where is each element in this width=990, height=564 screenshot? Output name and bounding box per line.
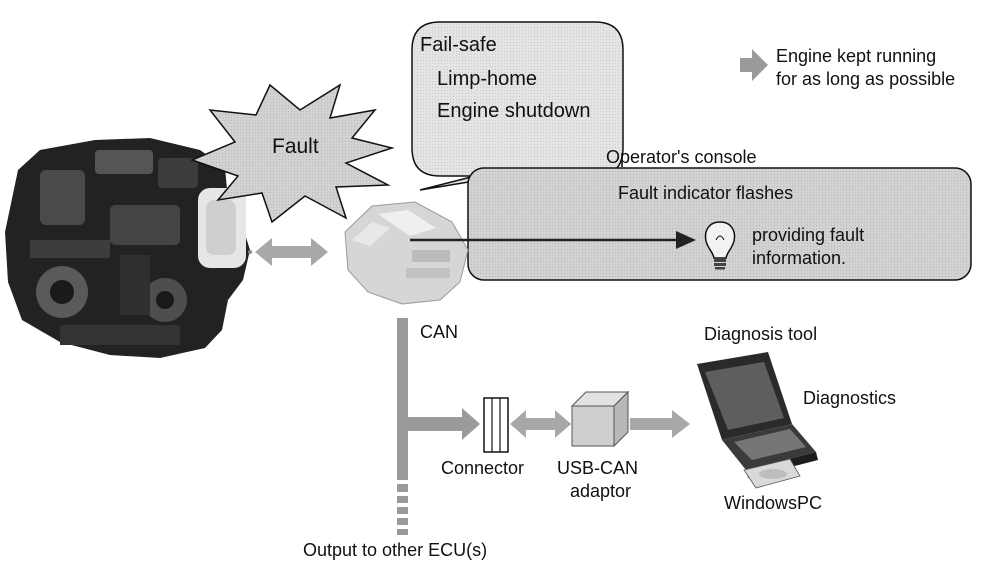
can-bus-dashed-end (397, 484, 408, 535)
adaptor-laptop-arrow (630, 410, 690, 438)
fault-info-line-2: information. (752, 248, 847, 268)
operator-console-title: Operator's console (606, 147, 757, 167)
connector-adaptor-double-arrow (510, 410, 571, 438)
fault-burst (189, 83, 395, 224)
light-bulb-icon (704, 221, 736, 270)
failsafe-title: Fail-safe (420, 34, 497, 56)
windows-pc-label: WindowsPC (724, 493, 823, 513)
can-label: CAN (420, 322, 459, 342)
result-line-2: for as long as possible (776, 69, 956, 89)
can-branch-arrow (408, 408, 480, 440)
diagnostics-label: Diagnostics (803, 388, 897, 408)
connector-label: Connector (441, 458, 525, 478)
laptop-icon (697, 352, 818, 489)
usb-can-adaptor-icon (570, 390, 630, 448)
adaptor-line-2: adaptor (570, 481, 632, 501)
diagnosis-tool-label: Diagnosis tool (704, 324, 818, 344)
can-bus-line (397, 318, 408, 480)
engine-ecu-double-arrow (255, 238, 328, 266)
output-label: Output to other ECU(s) (303, 540, 488, 560)
failsafe-item-engine-shutdown: Engine shutdown (437, 100, 591, 122)
connector-icon (483, 397, 509, 453)
failsafe-item-limp-home: Limp-home (437, 68, 538, 90)
ecu-icon (344, 201, 469, 305)
failsafe-bubble (411, 21, 624, 191)
fault-label: Fault (272, 135, 319, 158)
result-arrow-icon (740, 49, 768, 81)
fault-indicator-label: Fault indicator flashes (618, 183, 794, 203)
fault-info-line-1: providing fault (752, 225, 865, 245)
result-line-1: Engine kept running (776, 46, 937, 66)
engine-icon (5, 138, 250, 358)
adaptor-line-1: USB-CAN (557, 458, 639, 478)
ecu-to-indicator-arrowhead (676, 231, 696, 249)
